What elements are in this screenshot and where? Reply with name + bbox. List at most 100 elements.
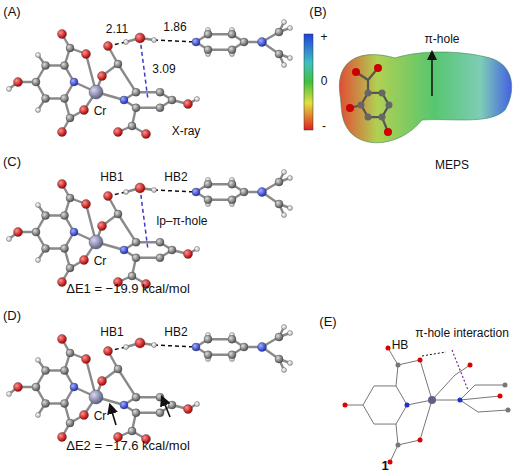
atom-ball — [132, 238, 140, 246]
scale-label: + — [320, 31, 327, 44]
atom-ball — [282, 368, 287, 373]
atom-ball — [124, 40, 129, 45]
atom-ball — [80, 106, 89, 115]
pointer-arrow — [162, 397, 170, 417]
contact-line — [154, 190, 196, 192]
atom-ball — [258, 38, 267, 47]
atom-ball — [66, 194, 74, 202]
atom-ball — [275, 50, 283, 58]
method-label: MEPS — [435, 159, 469, 172]
atom-ball — [82, 355, 91, 364]
atom-ball — [228, 30, 236, 38]
atom-ball — [288, 331, 293, 336]
atom-dot — [343, 403, 348, 408]
bond-line — [374, 385, 396, 386]
contact-line — [422, 352, 446, 356]
atom-ball — [288, 176, 293, 181]
atom-ball — [104, 192, 113, 201]
atom-ball — [14, 383, 23, 392]
atom-ball — [282, 20, 287, 25]
atom-ball — [42, 399, 50, 407]
atom-ball — [195, 402, 200, 407]
complex-model — [7, 20, 293, 139]
atom-ball — [32, 228, 40, 236]
atom-ball — [240, 343, 248, 351]
atom-ball — [379, 114, 386, 121]
atom-label: Cr — [94, 410, 107, 423]
atom-ball — [240, 38, 248, 46]
atom-ball — [61, 94, 69, 102]
atom-ball — [365, 89, 372, 96]
atom-ball — [195, 247, 200, 252]
bond-line — [432, 400, 460, 401]
atom-ball — [104, 347, 113, 356]
bond-line — [475, 385, 505, 386]
atom-ball — [275, 200, 283, 208]
contact-line — [140, 188, 148, 250]
atom-ball — [128, 272, 136, 280]
bond-stick — [118, 214, 136, 242]
atom-dot — [458, 398, 463, 403]
atom-ball — [258, 343, 267, 352]
atom-ball — [156, 238, 164, 246]
panel-letter: (D) — [3, 309, 21, 323]
bond-line — [398, 360, 420, 365]
atom-ball — [66, 44, 74, 52]
atom-dot — [386, 346, 391, 351]
atom-ball — [152, 343, 157, 348]
bond-line — [363, 405, 374, 424]
atom-ball — [156, 88, 164, 96]
atom-dot — [503, 383, 508, 388]
atom-ball — [128, 122, 136, 130]
atom-ball — [132, 393, 140, 401]
atom-ball — [89, 235, 103, 249]
energy-label: ΔE1 = −19.9 kcal/mol — [66, 282, 190, 296]
atom-ball — [275, 178, 283, 186]
atom-dot — [418, 358, 423, 363]
atom-ball — [58, 180, 67, 189]
atom-ball — [114, 365, 122, 373]
bond-label: π-hole interaction — [415, 327, 509, 340]
atom-ball — [288, 361, 293, 366]
contact-line — [154, 345, 196, 347]
atom-ball — [358, 102, 365, 109]
bond-line — [455, 365, 470, 375]
atom-ball — [168, 401, 176, 409]
atom-ball — [82, 50, 91, 59]
panel-letter: (B) — [309, 5, 326, 19]
atom-ball — [58, 433, 67, 442]
atom-ball — [152, 38, 157, 43]
meps-surface — [304, 34, 512, 143]
atom-ball — [36, 413, 41, 418]
atom-ball — [346, 104, 354, 112]
atom-ball — [120, 96, 128, 104]
atom-ball — [114, 210, 122, 218]
atom-ball — [36, 258, 41, 263]
atom-ball — [228, 180, 236, 188]
bond-label: HB2 — [164, 326, 187, 339]
contact-line — [140, 38, 148, 100]
atom-ball — [132, 409, 140, 417]
atom-ball — [98, 377, 107, 386]
atom-ball — [61, 212, 69, 220]
atom-ball — [240, 188, 248, 196]
atom-ball — [192, 343, 200, 351]
atom-ball — [258, 188, 267, 197]
atom-ball — [132, 104, 140, 112]
bond-line — [432, 375, 455, 400]
pointer-arrow — [431, 52, 433, 96]
atom-ball — [288, 26, 293, 31]
atom-ball — [135, 33, 145, 43]
atom-ball — [61, 244, 69, 252]
atom-ball — [89, 390, 103, 404]
atom-ball — [89, 85, 103, 99]
bond-line — [460, 396, 500, 400]
atom-label: Cr — [94, 255, 107, 268]
atom-ball — [58, 128, 67, 137]
atom-ball — [61, 367, 69, 375]
atom-ball — [135, 338, 145, 348]
atom-dot — [468, 363, 473, 368]
atom-ball — [384, 128, 392, 136]
atom-dot — [506, 408, 511, 413]
bond-label: lp–π-hole — [157, 215, 208, 228]
